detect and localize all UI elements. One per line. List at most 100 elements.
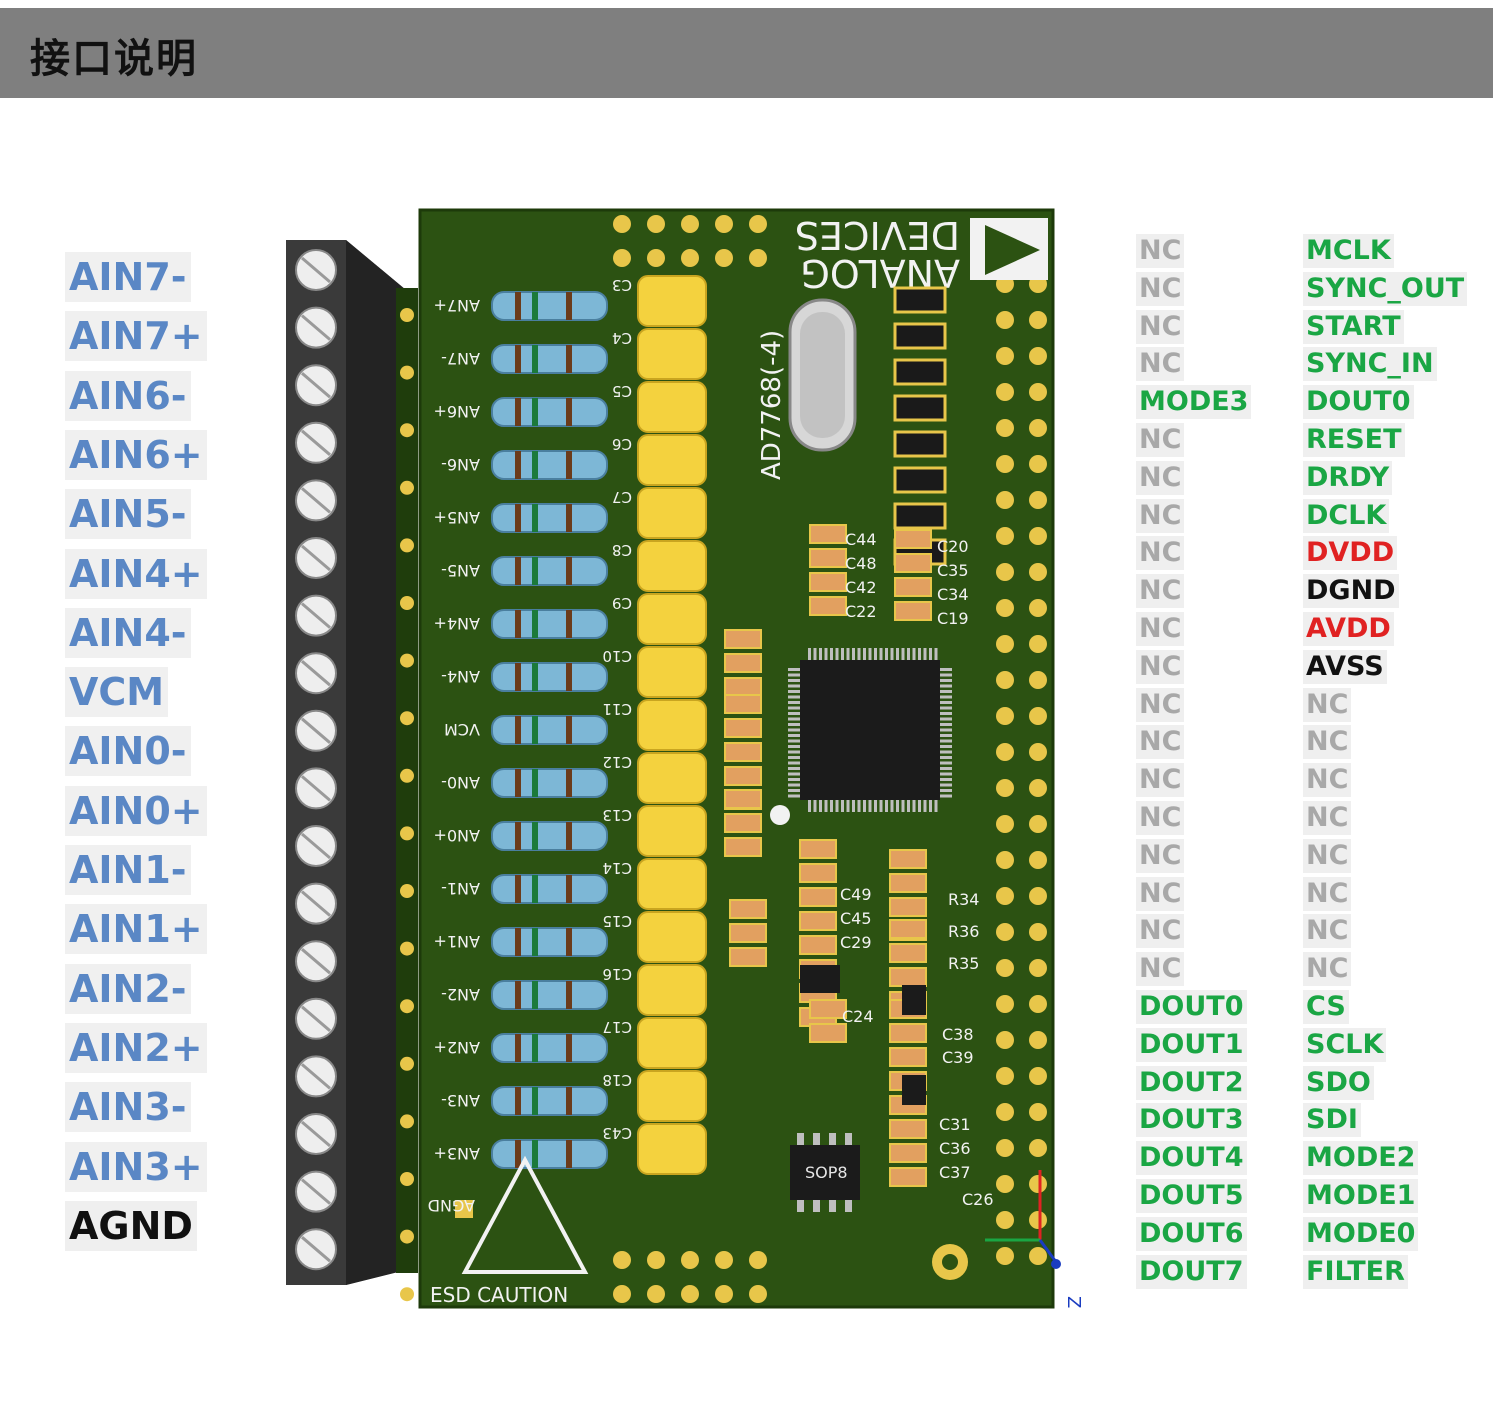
ic-lead xyxy=(788,756,800,759)
header-pad xyxy=(996,1103,1014,1121)
header-pin-label: AVSS xyxy=(1303,649,1387,684)
ic-lead xyxy=(813,1200,820,1212)
ic-lead xyxy=(797,1133,804,1145)
ic-lead xyxy=(934,800,938,812)
ic-lead xyxy=(890,800,894,812)
ic-lead xyxy=(929,800,932,812)
axis-z-label: Z xyxy=(1063,1296,1084,1308)
header-pad xyxy=(996,599,1014,617)
terminal-pin xyxy=(400,884,414,898)
resistor-band xyxy=(532,1034,538,1062)
left-pin-label: AIN7+ xyxy=(65,311,207,362)
ic-lead xyxy=(940,794,952,798)
silk-ref: C24 xyxy=(842,1007,874,1026)
smd-capacitor xyxy=(724,813,762,833)
resistor-band xyxy=(532,928,538,956)
screw-slot xyxy=(301,890,331,917)
smd-capacitor xyxy=(889,1167,927,1187)
capacitor xyxy=(637,752,707,804)
header-pin-label: MODE1 xyxy=(1303,1179,1419,1213)
header-pin-label: NC xyxy=(1136,612,1185,646)
resistor-band xyxy=(566,292,572,320)
ic-lead xyxy=(788,712,800,715)
agnd-pad xyxy=(455,1200,473,1218)
ic-lead xyxy=(788,706,800,710)
header-pad xyxy=(996,887,1014,905)
header-pad xyxy=(996,743,1014,761)
resistor xyxy=(491,980,608,1010)
ic-lead xyxy=(940,761,952,765)
header-pad xyxy=(996,995,1014,1013)
header-pad xyxy=(1029,743,1047,761)
smd-resistor xyxy=(893,286,947,314)
resistor-band xyxy=(515,292,521,320)
silk-ref: C4 xyxy=(612,329,632,347)
resistor-band xyxy=(515,610,521,638)
header-pin-label: RESET xyxy=(1303,423,1405,457)
left-pin-label: AIN0+ xyxy=(65,785,207,836)
smd-capacitor xyxy=(889,943,927,963)
silk-ref: C8 xyxy=(612,541,632,559)
silk-ref: C22 xyxy=(845,602,877,621)
header-pin-label: NC xyxy=(1303,914,1352,949)
header-bar: 接口说明 xyxy=(0,8,1493,98)
screw-slot xyxy=(301,487,331,514)
capacitor xyxy=(637,540,707,592)
resistor-band xyxy=(532,610,538,638)
ic-lead xyxy=(830,800,833,812)
ic-lead xyxy=(797,1200,804,1212)
smd-capacitor xyxy=(889,1047,927,1067)
capacitor xyxy=(637,1123,707,1175)
esd-symbol xyxy=(461,1155,589,1274)
header-pin-label: NC xyxy=(1136,763,1185,798)
ic-lead xyxy=(940,706,952,710)
screw-slot xyxy=(301,1236,331,1263)
header-pad xyxy=(996,491,1014,509)
ic-lead xyxy=(868,648,872,660)
smd-resistor xyxy=(893,502,947,530)
axis-origin xyxy=(1051,1259,1061,1269)
silk-ref: C19 xyxy=(937,609,969,628)
silk-ref: C5 xyxy=(612,382,632,400)
ic-lead xyxy=(852,648,855,660)
smd-capacitor xyxy=(894,553,932,573)
header-pin-label: DOUT5 xyxy=(1136,1179,1247,1213)
terminal-pin xyxy=(400,826,414,841)
smd-capacitor xyxy=(889,1119,927,1139)
left-pin-label: AIN6- xyxy=(65,370,191,421)
ic-lead xyxy=(940,690,952,693)
ic-lead xyxy=(857,648,861,660)
ic-lead xyxy=(940,739,952,743)
resistor xyxy=(491,715,608,745)
terminal-pin xyxy=(400,480,414,495)
ic-lead xyxy=(788,789,800,792)
resistor-band xyxy=(515,1034,521,1062)
ic-lead xyxy=(813,800,817,812)
silk-label: AN4- xyxy=(441,667,480,686)
ic-lead xyxy=(896,648,899,660)
silk-ref: C36 xyxy=(939,1139,971,1158)
resistor-band xyxy=(566,981,572,1009)
resistor-band xyxy=(532,504,538,532)
smd-capacitor xyxy=(724,629,762,649)
header-pin-label: NC xyxy=(1136,347,1185,382)
resistor-band xyxy=(566,1034,572,1062)
smd-capacitor xyxy=(724,677,762,697)
ic-lead xyxy=(940,679,952,682)
resistor-band xyxy=(532,1140,538,1168)
smd-capacitor xyxy=(729,899,767,919)
smd-capacitor xyxy=(894,529,932,549)
silk-label: AN3- xyxy=(441,1091,480,1110)
resistor-band xyxy=(566,504,572,532)
header-pad xyxy=(613,215,631,233)
header-pad xyxy=(1029,923,1047,941)
ic-lead xyxy=(940,723,952,726)
sot-u3 xyxy=(800,965,840,993)
silk-label: AN7- xyxy=(441,349,480,368)
header-pad xyxy=(1029,671,1047,689)
resistor-band xyxy=(515,504,521,532)
header-pad xyxy=(1029,491,1047,509)
header-pad xyxy=(681,215,699,233)
ic-lead xyxy=(788,701,800,704)
silk-ref: C20 xyxy=(937,537,969,556)
